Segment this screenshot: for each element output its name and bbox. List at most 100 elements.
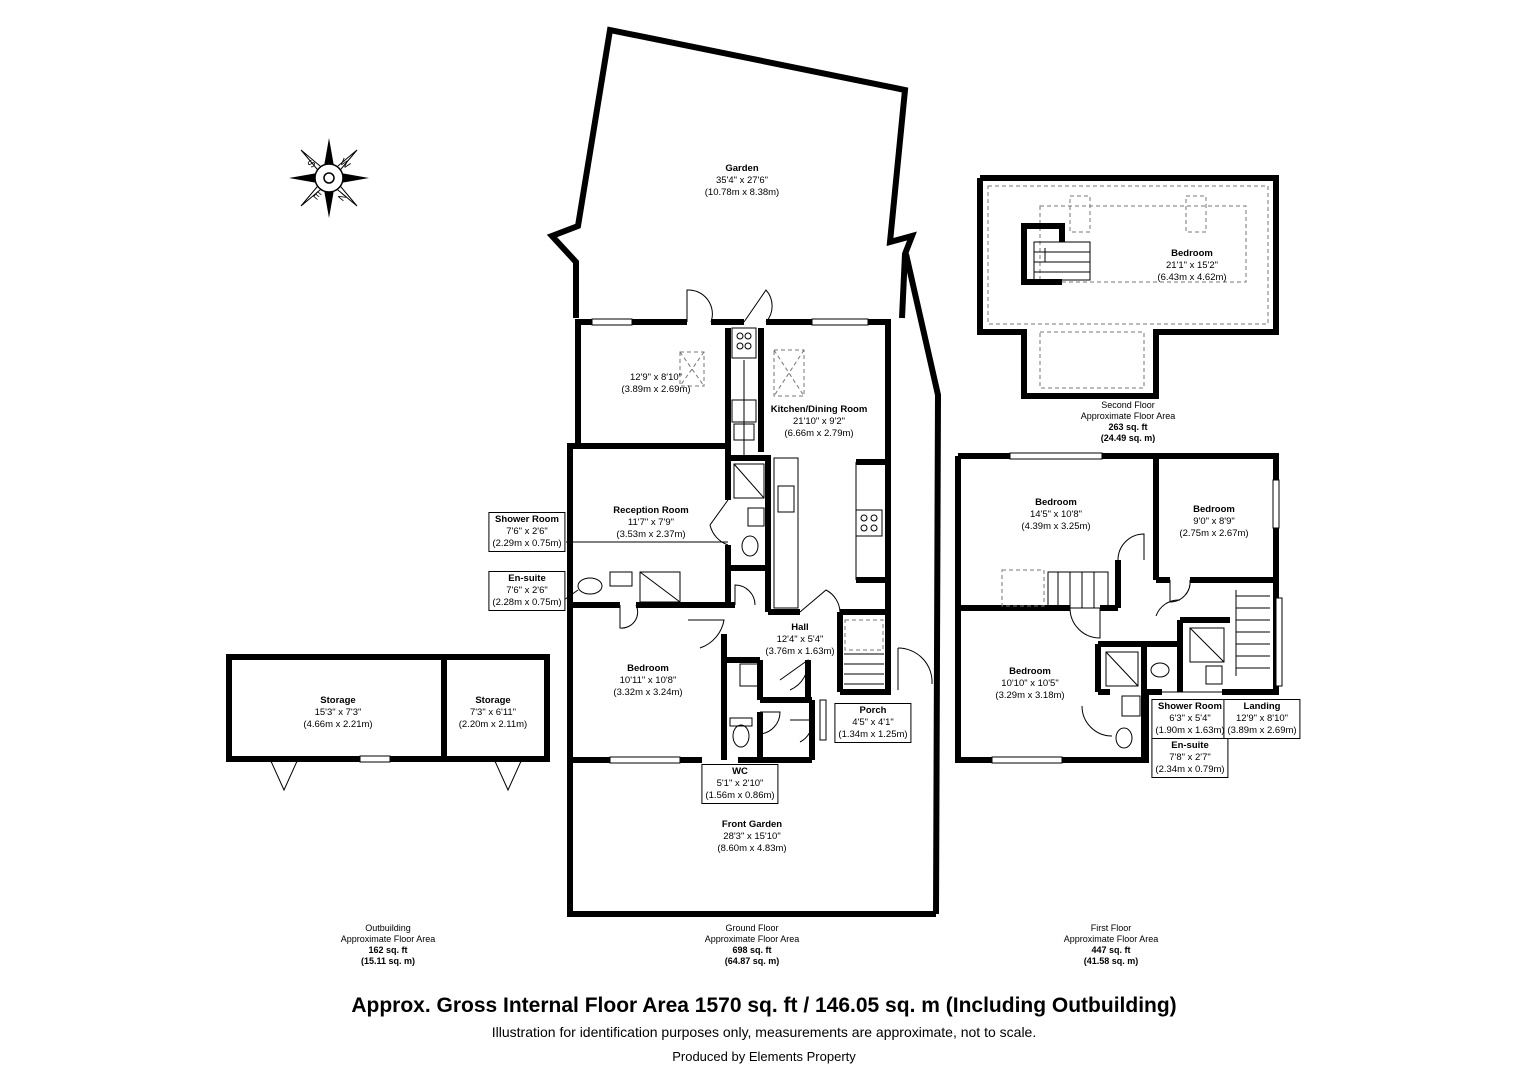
room-size-metric: (10.78m x 8.38m) [704,187,780,198]
room-name: Reception Room [613,505,689,516]
compass-letter-n: N [337,191,350,204]
room-size-metric: (8.60m x 4.83m) [717,843,787,854]
compass-letter-e: E [311,190,323,203]
room-label-front-garden: Front Garden 28'3" x 15'10" (8.60m x 4.8… [717,819,786,855]
room-label-bedroom-1f-c: Bedroom 10'10" x 10'5" (3.29m x 3.18m) [995,666,1064,702]
room-size-imperial: 7'8" x 2'7" [1169,752,1211,763]
room-size-metric: (4.66m x 2.21m) [303,719,373,730]
room-size-imperial: 5'1" x 2'10" [716,778,764,789]
room-name: Bedroom [1171,248,1213,259]
room-size-imperial: 10'11" x 10'8" [619,675,677,686]
east-boundary [903,253,942,915]
room-size-metric: (1.90m x 1.63m) [1155,725,1225,736]
compass-rose-icon [289,138,369,218]
room-size-imperial: 12'9" x 8'10" [629,372,683,383]
floor-area-sqm: (41.58 sq. m) [1083,956,1139,966]
room-size-metric: (4.39m x 3.25m) [1021,521,1091,532]
room-name: En-suite [1171,740,1209,751]
floor-name: Second Floor [1101,400,1155,410]
room-label-shower-gf: Shower Room 7'6" x 2'6" (2.29m x 0.75m) [488,512,566,552]
room-name: Landing [1243,701,1281,712]
room-name: Kitchen/Dining Room [770,404,868,415]
room-name: Front Garden [721,819,783,830]
room-label-bedroom-1f-b: Bedroom 9'0" x 8'9" (2.75m x 2.67m) [1179,504,1248,540]
room-size-metric: (1.34m x 1.25m) [838,729,908,740]
room-size-metric: (3.53m x 2.37m) [616,529,686,540]
room-name: Storage [475,695,511,706]
room-size-metric: (3.76m x 1.63m) [765,646,835,657]
room-size-imperial: 4'5" x 4'1" [852,717,894,728]
room-label-storage-2: Storage 7'3" x 6'11" (2.20m x 2.11m) [459,695,527,731]
floor-name: Outbuilding [365,923,411,933]
floor-name: Ground Floor [725,923,779,933]
room-label-reception: Reception Room 11'7" x 7'9" (3.53m x 2.3… [613,505,688,541]
room-size-imperial: 7'3" x 6'11" [469,707,517,718]
room-size-imperial: 9'0" x 8'9" [1193,516,1235,527]
room-label-garden: Garden 35'4" x 27'6" (10.78m x 8.38m) [705,163,779,199]
room-name: WC [732,766,748,777]
floor-area-sqft: 162 sq. ft [368,945,408,955]
room-label-reception-upper: 12'9" x 8'10" (3.89m x 2.69m) [621,372,690,396]
room-size-imperial: 28'3" x 15'10" [723,831,781,842]
floor-area-label: Approximate Floor Area [340,934,436,944]
room-label-landing: Landing 12'9" x 8'10" (3.89m x 2.69m) [1223,699,1301,739]
floor-area-sqm: (15.11 sq. m) [360,956,416,966]
room-size-imperial: 12'4" x 5'4" [776,634,824,645]
floor-area-sqft: 698 sq. ft [732,945,772,955]
gross-area-title: Approx. Gross Internal Floor Area 1570 s… [351,994,1177,1017]
room-size-imperial: 11'7" x 7'9" [627,517,675,528]
room-size-imperial: 6'3" x 5'4" [1169,713,1211,724]
room-label-ensuite-1f: En-suite 7'8" x 2'7" (2.34m x 0.79m) [1151,738,1229,778]
room-name: Shower Room [1158,701,1222,712]
room-size-metric: (2.28m x 0.75m) [492,597,562,608]
room-size-metric: (2.75m x 2.67m) [1179,528,1249,539]
room-size-imperial: 21'10" x 9'2" [792,416,846,427]
room-size-imperial: 10'10" x 10'5" [1001,678,1059,689]
garden-boundary [546,26,917,319]
room-size-metric: (2.29m x 0.75m) [492,538,562,549]
room-name: Garden [725,163,759,174]
floor-area-sqm: (64.87 sq. m) [724,956,780,966]
floor-name: First Floor [1090,923,1132,933]
room-size-metric: (6.43m x 4.62m) [1157,272,1227,283]
room-name: Porch [859,705,887,716]
room-size-imperial: 7'6" x 2'6" [506,526,548,537]
room-label-wc: WC 5'1" x 2'10" (1.56m x 0.86m) [701,764,779,804]
room-label-storage-1: Storage 15'3" x 7'3" (4.66m x 2.21m) [303,695,372,731]
room-name: Bedroom [1193,504,1235,515]
floor-area-sqft: 263 sq. ft [1108,422,1148,432]
second-floor-walls [977,175,1279,399]
room-label-shower-1f: Shower Room 6'3" x 5'4" (1.90m x 1.63m) [1151,699,1229,739]
produced-by-text: Produced by Elements Property [672,1049,856,1064]
floor-area-outbuilding: Outbuilding Approximate Floor Area 162 s… [341,923,436,967]
room-label-porch: Porch 4'5" x 4'1" (1.34m x 1.25m) [834,703,912,743]
room-name: Storage [320,695,356,706]
room-size-imperial: 12'9" x 8'10" [1235,713,1289,724]
room-size-imperial: 7'6" x 2'6" [506,585,548,596]
room-label-hall: Hall 12'4" x 5'4" (3.76m x 1.63m) [765,622,834,658]
floor-area-label: Approximate Floor Area [1063,934,1159,944]
floor-area-ground: Ground Floor Approximate Floor Area 698 … [705,923,800,967]
room-label-ensuite-gf: En-suite 7'6" x 2'6" (2.28m x 0.75m) [488,571,566,611]
floor-area-sqft: 447 sq. ft [1091,945,1131,955]
room-size-metric: (6.66m x 2.79m) [784,428,854,439]
floor-area-first: First Floor Approximate Floor Area 447 s… [1064,923,1159,967]
room-size-imperial: 15'3" x 7'3" [314,707,362,718]
room-label-bedroom-2f: Bedroom 21'1" x 15'2" (6.43m x 4.62m) [1157,248,1226,284]
room-size-metric: (1.56m x 0.86m) [705,790,775,801]
room-name: Bedroom [627,663,669,674]
room-size-metric: (2.20m x 2.11m) [458,719,528,730]
room-size-imperial: 14'5" x 10'8" [1029,509,1083,520]
floor-area-second: Second Floor Approximate Floor Area 263 … [1081,400,1176,444]
room-name: En-suite [508,573,546,584]
room-size-metric: (2.34m x 0.79m) [1155,764,1225,775]
disclaimer-text: Illustration for identification purposes… [491,1024,1037,1040]
room-name: Hall [791,622,809,633]
room-size-metric: (3.89m x 2.69m) [621,384,691,395]
room-label-bedroom-1f-a: Bedroom 14'5" x 10'8" (4.39m x 3.25m) [1021,497,1090,533]
front-garden-boundary [567,760,936,917]
room-size-imperial: 35'4" x 27'6" [715,175,769,186]
floor-area-sqm: (24.49 sq. m) [1100,433,1156,443]
room-size-imperial: 21'1" x 15'2" [1165,260,1219,271]
